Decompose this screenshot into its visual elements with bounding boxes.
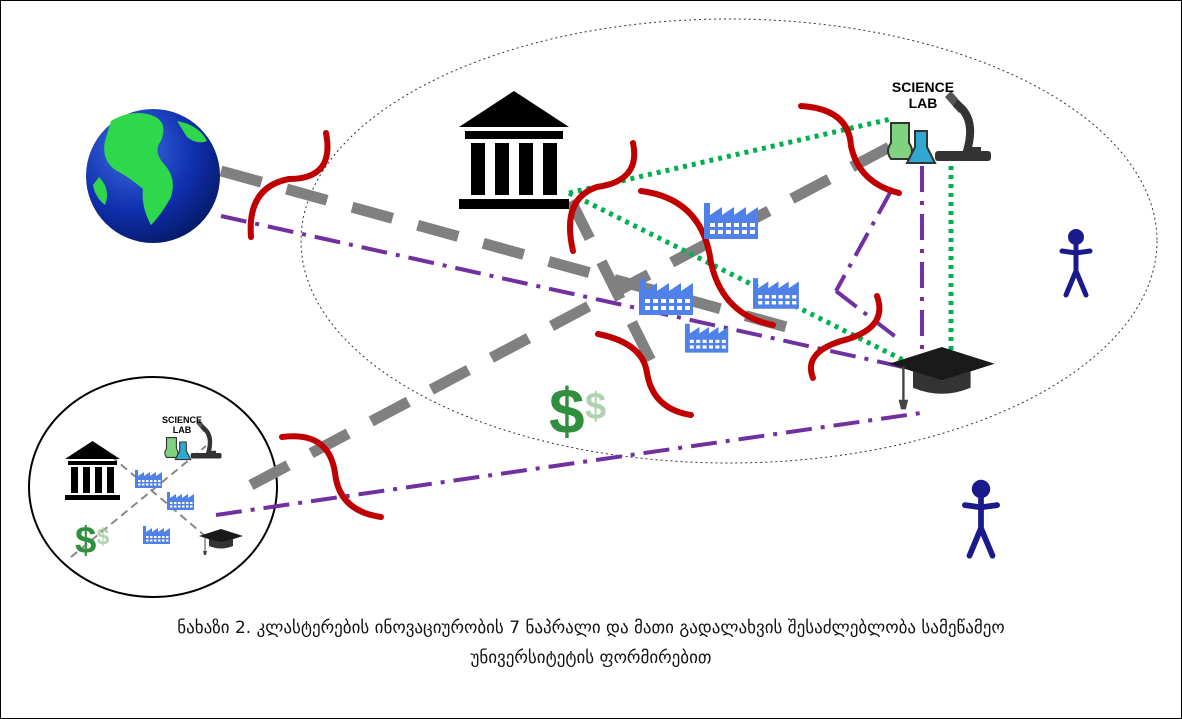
gray-link-center [566,198,666,384]
science-lab-icon: SCIENCE LAB [888,79,991,163]
gap-arc-6 [595,331,694,418]
purple-link-globe-university [220,214,922,373]
small-cluster-contents: SCIENCE LAB [65,415,244,562]
gap-arc-5 [808,293,883,381]
gap-arc-4 [798,103,902,196]
purple-link-small-university [215,411,922,517]
lab-label-line2: LAB [909,95,938,111]
dollar-icon [549,375,607,447]
globe-icon [86,109,220,243]
gap-arc-2 [567,140,638,254]
government-building-icon [459,91,569,209]
gap-arc-7 [279,433,384,520]
purple-link-factory-university [834,289,903,343]
caption-line-2: უნივერსიტეტის ფორმირებით [470,648,712,668]
innovation-gap-arcs [247,103,902,520]
person-icon [1062,229,1090,295]
person-icon [965,480,997,556]
lab-label-line1: SCIENCE [892,79,954,95]
gray-dashed-links [219,136,904,490]
gap-arc-1 [247,130,331,240]
purple-link-lab-factory [834,190,893,292]
caption-line-1: ნახაზი 2. კლასტერების ინოვაციურობის 7 ნა… [177,618,1005,638]
factory-icon [753,278,799,309]
small-lab-label-line2: LAB [173,425,192,435]
gray-link-globe-industry [219,165,803,337]
factory-icon [704,203,758,239]
purple-dashdot-links [215,166,924,517]
cluster-boundary-ellipse [300,18,1158,464]
small-lab-label-line1: SCIENCE [162,415,202,425]
figure-caption: ნახაზი 2. კლასტერების ინოვაციურობის 7 ნა… [41,613,1141,673]
graduation-cap-icon [887,345,996,411]
factory-icon [685,323,729,353]
gray-link-small-lab [248,136,904,490]
gap-arc-3 [638,188,776,328]
